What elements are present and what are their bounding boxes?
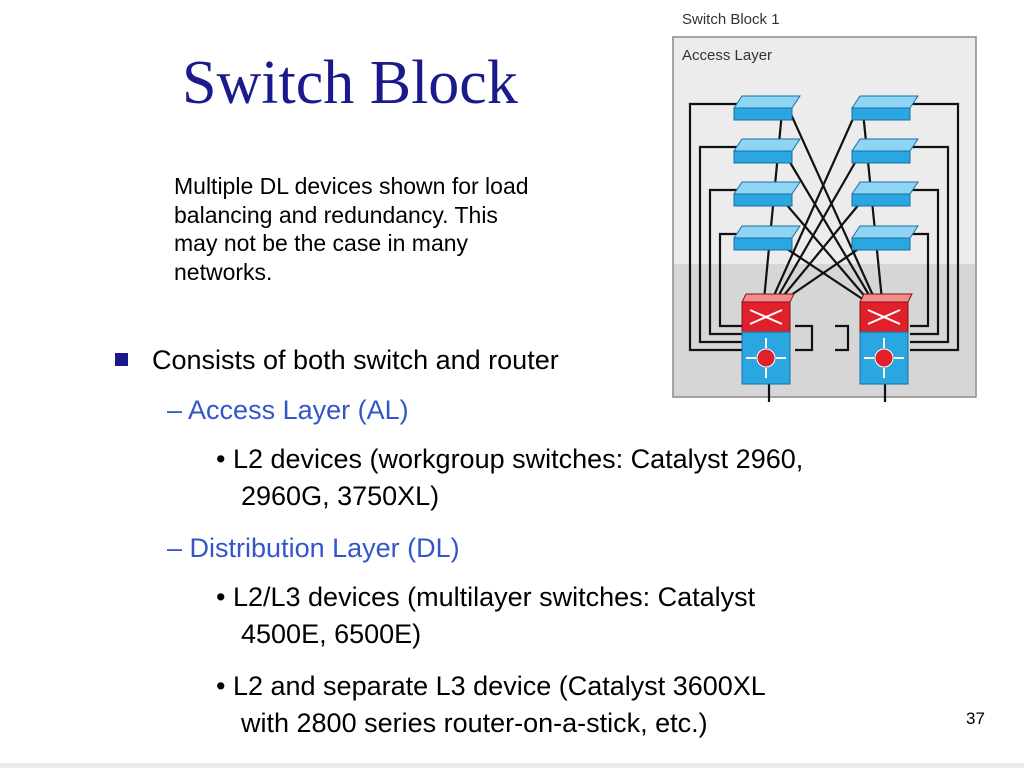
page-number: 37: [966, 709, 985, 728]
multilayer-switch-icon: [859, 293, 913, 385]
access-switch-icon: [733, 225, 801, 251]
note-line: networks.: [174, 258, 273, 285]
note-line: may not be the case in many: [174, 230, 469, 256]
access-detail: • L2 devices (workgroup switches: Cataly…: [216, 444, 803, 475]
access-switch-icon: [733, 138, 801, 164]
square-bullet-icon: [115, 353, 128, 366]
distribution-detail-line: 4500E, 6500E): [241, 619, 422, 649]
bullet-dot-icon: •: [216, 582, 226, 612]
distribution-detail-1: • L2/L3 devices (multilayer switches: Ca…: [216, 582, 755, 613]
dash-icon: –: [167, 395, 183, 425]
distribution-detail-line: L2 and separate L3 device (Catalyst 3600…: [232, 671, 766, 701]
distribution-zone: [674, 264, 975, 396]
sub-bullet-access: – Access Layer (AL): [167, 395, 409, 426]
access-switch-icon: [851, 138, 919, 164]
access-switch-icon: [851, 225, 919, 251]
bottom-bar: [0, 763, 1024, 768]
switch-block-diagram: Switch Block 1 Access Layer: [672, 11, 977, 402]
distribution-detail-2: • L2 and separate L3 device (Catalyst 36…: [216, 671, 766, 702]
dash-icon: –: [167, 533, 183, 563]
access-switch-column-left: [733, 95, 801, 251]
slide-title: Switch Block: [182, 49, 518, 117]
sub-bullet-distribution: – Distribution Layer (DL): [167, 533, 460, 564]
distribution-detail-line: with 2800 series router-on-a-stick, etc.…: [241, 708, 708, 738]
note-line: balancing and redundancy. This: [174, 201, 498, 228]
multilayer-switch-icon: [741, 293, 795, 385]
note-line: Multiple DL devices shown for load: [174, 173, 529, 199]
switch-block-label: Switch Block 1: [682, 11, 780, 28]
bullet-dot-icon: •: [216, 671, 226, 701]
distribution-detail-line: L2/L3 devices (multilayer switches: Cata…: [232, 582, 756, 612]
access-layer-label: Access Layer (AL): [188, 395, 409, 425]
access-switch-icon: [851, 181, 919, 207]
access-detail-line: 2960G, 3750XL): [241, 481, 440, 511]
access-switch-icon: [733, 181, 801, 207]
main-bullet: Consists of both switch and router: [152, 345, 559, 375]
access-layer-label: Access Layer: [682, 47, 772, 64]
access-switch-column-right: [851, 95, 919, 251]
uplink-cables: [688, 102, 960, 402]
diagram-note: Multiple DL devices shown for load balan…: [174, 172, 619, 286]
access-switch-icon: [851, 95, 919, 121]
distribution-layer-label: Distribution Layer (DL): [189, 533, 460, 563]
bullet-dot-icon: •: [216, 444, 226, 474]
access-detail-line: L2 devices (workgroup switches: Catalyst…: [232, 444, 804, 474]
access-switch-icon: [733, 95, 801, 121]
